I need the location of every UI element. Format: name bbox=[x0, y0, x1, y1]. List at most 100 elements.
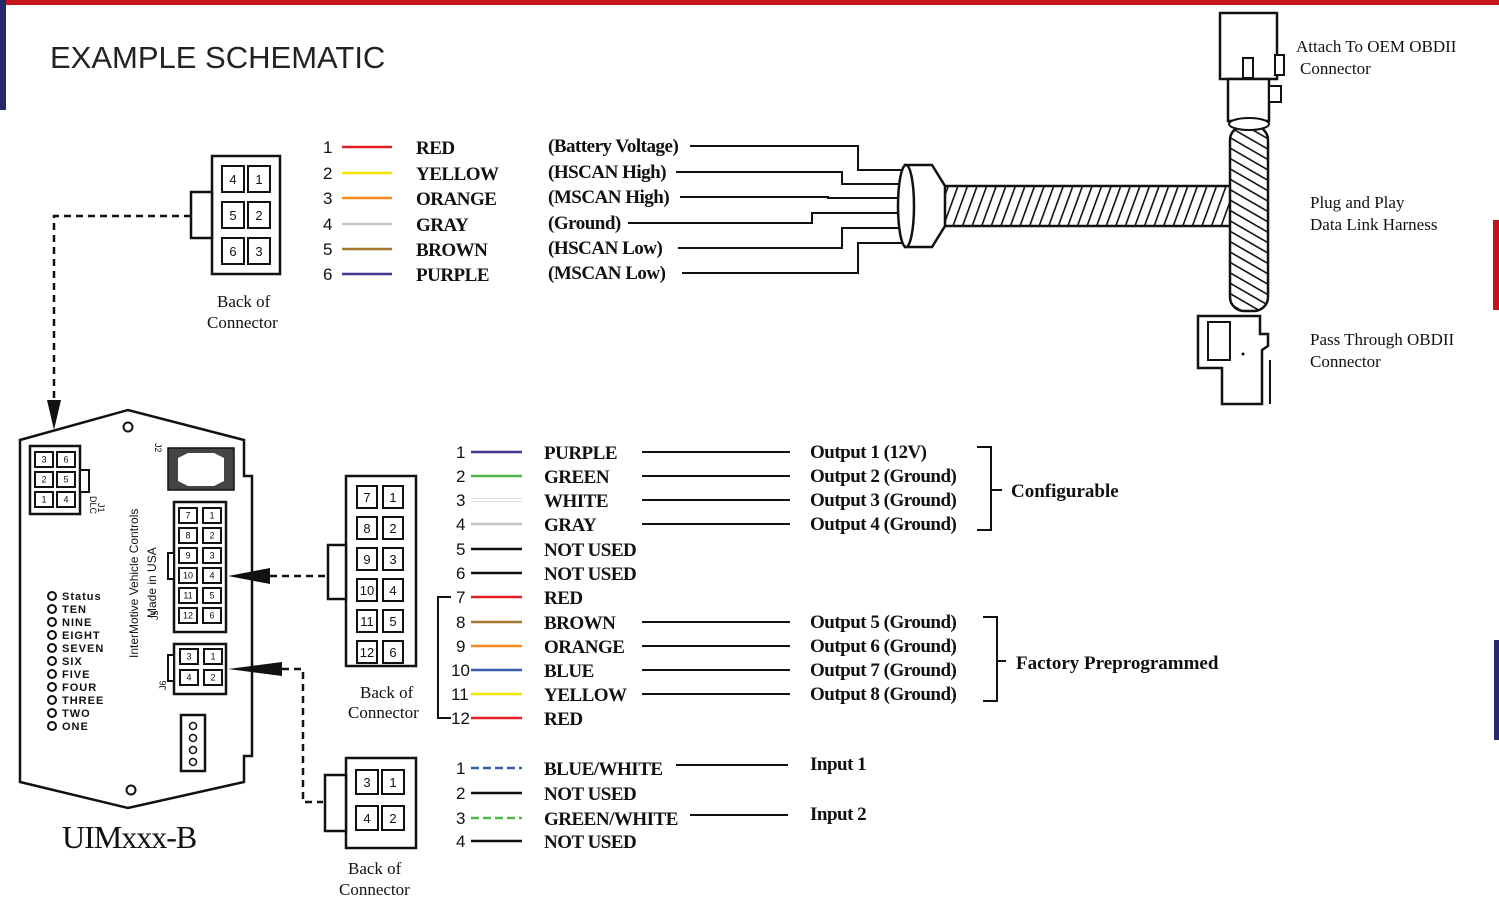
output-wire-name: PURPLE bbox=[544, 443, 617, 464]
j1-pin-number: 1 bbox=[41, 495, 46, 505]
output-wire-name: YELLOW bbox=[544, 685, 627, 706]
j5-pin-box bbox=[178, 507, 198, 524]
output-wire-name: NOT USED bbox=[544, 540, 636, 561]
output-pin-number: 8 bbox=[363, 521, 370, 536]
j6-label: J6 bbox=[158, 680, 168, 690]
output-wire-number: 12 bbox=[451, 709, 470, 728]
obd-wire-color-name: BROWN bbox=[416, 240, 488, 261]
j1-pin-box bbox=[34, 491, 54, 508]
page-title: EXAMPLE SCHEMATIC bbox=[50, 40, 385, 75]
obd-wire-number: 6 bbox=[323, 265, 332, 284]
module-led-indicator bbox=[47, 695, 57, 705]
output-pin-number: 10 bbox=[360, 583, 374, 598]
j5-pin-box bbox=[178, 567, 198, 584]
input-pin-number: 2 bbox=[389, 811, 396, 826]
oem-label-line1: Attach To OEM OBDII bbox=[1296, 37, 1457, 56]
j1-pin-box bbox=[56, 471, 76, 488]
obd-wire-color-name: ORANGE bbox=[416, 189, 496, 210]
j5-pin-box bbox=[202, 527, 222, 544]
j1-pin-number: 4 bbox=[63, 495, 68, 505]
input-pin-number: 3 bbox=[363, 775, 370, 790]
obd-wire-signal: (HSCAN High) bbox=[548, 162, 666, 183]
module-led-label: THREE bbox=[62, 695, 104, 707]
red-pair-bracket bbox=[437, 596, 451, 719]
obd-pin-number: 3 bbox=[255, 244, 262, 259]
frame-top-bar bbox=[0, 0, 1499, 5]
aux-pin-1 bbox=[188, 721, 198, 731]
obd-pin-number: 2 bbox=[255, 208, 262, 223]
input-connector-label-line2: Connector bbox=[339, 880, 410, 899]
oem-obd-connector bbox=[1218, 11, 1285, 131]
obd-wire-number: 5 bbox=[323, 240, 332, 259]
configurable-bracket bbox=[977, 446, 1002, 531]
output-wire-number: 9 bbox=[456, 637, 465, 656]
output-pin-box bbox=[382, 547, 404, 571]
pass-connector-body bbox=[1196, 314, 1270, 406]
output-pin-number: 11 bbox=[360, 614, 374, 629]
output-pin-box bbox=[356, 485, 378, 509]
output-wire-name: WHITE bbox=[544, 491, 608, 512]
output-wire-number: 1 bbox=[456, 443, 465, 462]
dashed-route-j1 bbox=[52, 214, 191, 402]
module-led-indicator bbox=[47, 604, 57, 614]
j5-pin-number: 4 bbox=[209, 571, 214, 581]
output-function-label: Output 3 (Ground) bbox=[810, 490, 957, 511]
harness-signal-line bbox=[676, 171, 905, 185]
output-pin-number: 1 bbox=[389, 490, 396, 505]
obd-wire-signal: (Battery Voltage) bbox=[548, 136, 678, 157]
harness-signal-line bbox=[682, 242, 905, 274]
output-pin-box bbox=[382, 578, 404, 602]
j5-pin-number: 3 bbox=[209, 551, 214, 561]
input-pin-box bbox=[355, 769, 379, 795]
output-function-label: Output 6 (Ground) bbox=[810, 636, 957, 657]
page-frame bbox=[0, 0, 1499, 740]
module-led-indicator bbox=[47, 669, 57, 679]
oem-connector-slot bbox=[1242, 57, 1254, 79]
obd-wire-signal: (Ground) bbox=[548, 213, 621, 234]
obd-wire-number: 2 bbox=[323, 164, 332, 183]
j5-pin-box bbox=[178, 607, 198, 624]
harness-signal-line bbox=[628, 212, 905, 224]
input-connector-tab bbox=[323, 773, 348, 833]
output-connector-label-line1: Back of bbox=[360, 683, 414, 702]
output-pin-number: 4 bbox=[389, 583, 396, 598]
output-function-label: Output 5 (Ground) bbox=[810, 612, 957, 633]
j5-pin-box bbox=[202, 567, 222, 584]
output-connector-tab bbox=[326, 543, 348, 601]
j6-pin-number: 2 bbox=[210, 673, 215, 683]
input-wire-name: NOT USED bbox=[544, 784, 636, 805]
pass-through-obd-connector bbox=[1196, 314, 1271, 406]
module-led-indicator bbox=[47, 721, 57, 731]
obd-pin-box bbox=[247, 165, 271, 193]
output-pin-box bbox=[356, 578, 378, 602]
output-function-label: Output 1 (12V) bbox=[810, 442, 927, 463]
pass-label-line1: Pass Through OBDII bbox=[1310, 330, 1455, 349]
output-pin-number: 12 bbox=[360, 645, 374, 660]
obd-pin-number: 4 bbox=[229, 172, 236, 187]
output-wire-number: 3 bbox=[456, 491, 465, 510]
output-wire-number: 8 bbox=[456, 613, 465, 632]
module-led-label: NINE bbox=[62, 617, 92, 629]
output-pin-number: 3 bbox=[389, 552, 396, 567]
module-bottom-hole bbox=[125, 784, 137, 796]
output-function-label: Output 7 (Ground) bbox=[810, 660, 957, 681]
frame-right-bar-lower bbox=[1494, 640, 1499, 740]
input-pin-box bbox=[355, 805, 379, 831]
input-pin-box bbox=[381, 769, 405, 795]
output-pin-box bbox=[356, 547, 378, 571]
plug-label-line2: Data Link Harness bbox=[1310, 215, 1437, 234]
input-pin-number: 4 bbox=[363, 811, 370, 826]
output-wire-number: 10 bbox=[451, 661, 470, 680]
obd-wire-color-name: RED bbox=[416, 138, 455, 159]
output-pin-number: 2 bbox=[389, 521, 396, 536]
factory-group-label: Factory Preprogrammed bbox=[1016, 653, 1219, 674]
obd-pin-box bbox=[221, 237, 245, 265]
output-wire-name: GREEN bbox=[544, 467, 610, 488]
obd-pin-box bbox=[247, 201, 271, 229]
j2-connector-face bbox=[178, 453, 224, 486]
output-group-brackets: Configurable Factory Preprogrammed bbox=[437, 446, 1219, 719]
input-wire-name: BLUE/WHITE bbox=[544, 759, 663, 780]
